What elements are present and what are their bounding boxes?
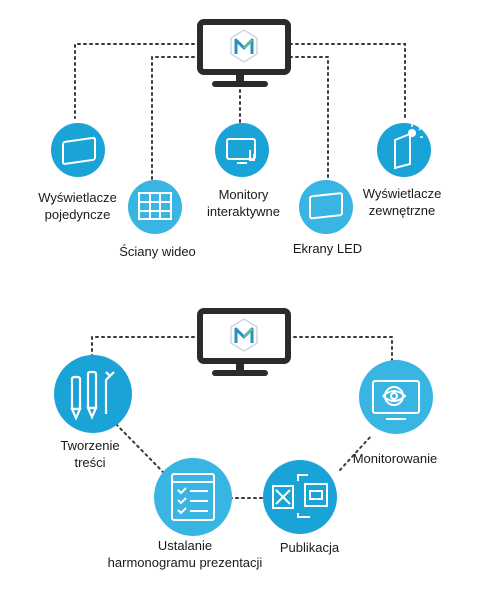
label-monitoring: Monitorowanie [340, 450, 450, 467]
label-line: Ściany wideo [119, 244, 196, 259]
label-content-creation: Tworzenie treści [40, 437, 140, 471]
bottom-connectors [91, 336, 393, 499]
label-line: pojedyncze [44, 207, 111, 222]
label-scheduling: Ustalanie harmonogramu prezentacji [90, 537, 280, 571]
led-screen-icon [299, 180, 353, 234]
schedule-checklist-icon [154, 458, 232, 536]
label-line: harmonogramu prezentacji [107, 555, 263, 570]
content-tools-icon [54, 355, 132, 433]
bottom-monitor-icon [197, 308, 291, 376]
label-interactive-monitors: Monitory interaktywne [196, 186, 291, 220]
label-single-displays: Wyświetlacze pojedyncze [30, 189, 125, 223]
single-display-icon [51, 123, 105, 177]
label-line: Monitory [218, 187, 269, 202]
label-line: Publikacja [279, 540, 340, 555]
publish-icon [263, 460, 337, 534]
label-led-screens: Ekrany LED [280, 240, 375, 257]
label-line: Wyświetlacze [362, 186, 442, 201]
label-line: Ustalanie [157, 538, 213, 553]
touch-monitor-icon [215, 123, 269, 177]
label-line: Wyświetlacze [38, 190, 117, 205]
label-line: zewnętrzne [368, 203, 436, 218]
label-line: Ekrany LED [292, 241, 363, 256]
label-outdoor-displays: Wyświetlacze zewnętrzne [352, 185, 452, 219]
label-line: interaktywne [207, 204, 280, 219]
top-connectors [74, 43, 406, 184]
monitoring-icon [359, 360, 433, 434]
label-publication: Publikacja [262, 539, 357, 556]
label-line: Monitorowanie [352, 451, 438, 466]
label-video-walls: Ściany wideo [110, 243, 205, 260]
top-monitor-icon [197, 19, 291, 87]
video-wall-icon [128, 180, 182, 234]
outdoor-display-icon [377, 123, 431, 177]
label-line: Tworzenie [60, 438, 120, 453]
label-line: treści [74, 455, 106, 470]
